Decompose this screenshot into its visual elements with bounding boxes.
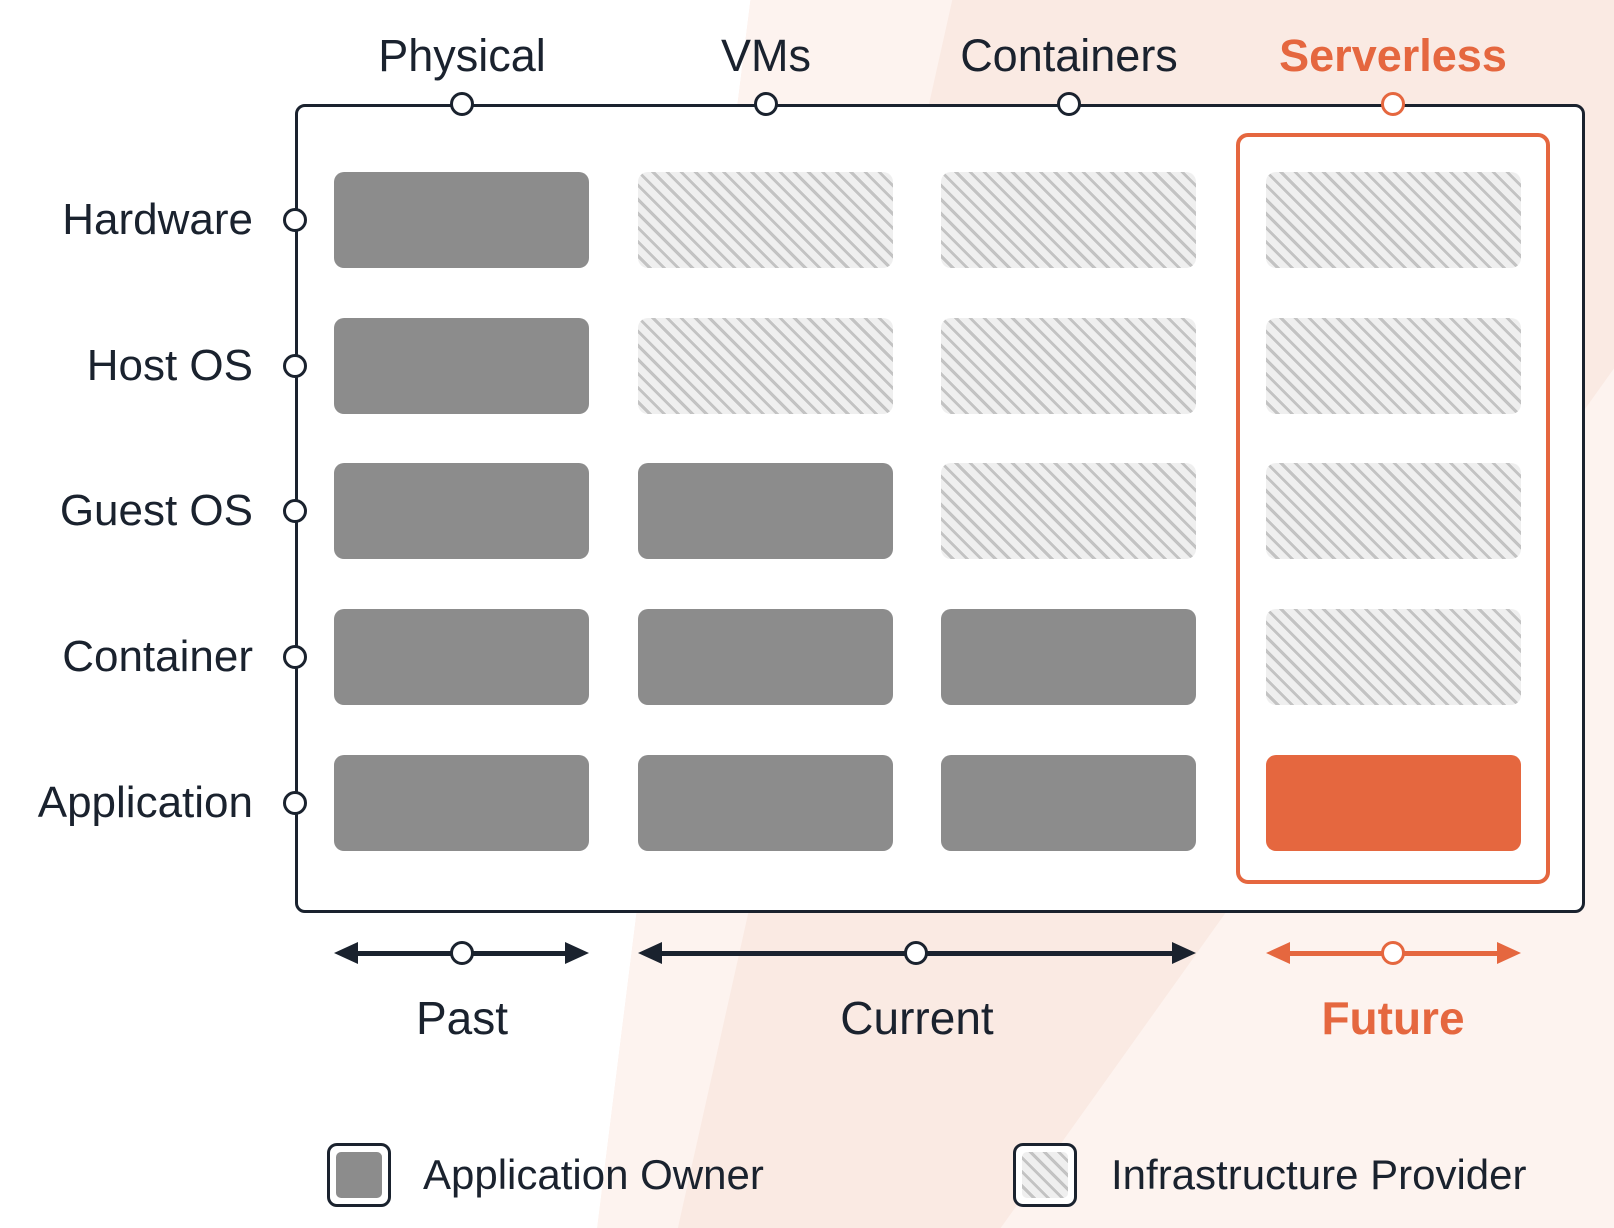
row-node-hardware [283, 208, 307, 232]
provider-swatch-fill [1022, 1152, 1068, 1198]
column-header-containers: Containers [960, 30, 1178, 81]
future-arrow [1266, 941, 1521, 965]
row-node-application [283, 791, 307, 815]
legend-swatch-application-owner [327, 1143, 391, 1207]
column-header-serverless: Serverless [1279, 30, 1507, 81]
serverless-highlight-box [1236, 133, 1550, 884]
column-node-vms [754, 92, 778, 116]
column-node-containers [1057, 92, 1081, 116]
arrow-left-icon [334, 942, 358, 964]
cell-bar-host-os-serverless [1266, 318, 1521, 414]
cell-bar-container-physical [334, 609, 589, 705]
arrow-right-icon [1497, 942, 1521, 964]
row-node-guest-os [283, 499, 307, 523]
row-label-hardware: Hardware [62, 195, 253, 244]
column-header-physical: Physical [378, 30, 546, 81]
cell-bar-host-os-physical [334, 318, 589, 414]
cell-bar-host-os-vms [638, 318, 893, 414]
current-arrow [638, 941, 1196, 965]
cell-bar-guest-os-vms [638, 463, 893, 559]
arrow-right-icon [565, 942, 589, 964]
timeline-label-future: Future [1321, 992, 1465, 1044]
cell-bar-container-serverless [1266, 609, 1521, 705]
cell-bar-container-vms [638, 609, 893, 705]
legend-label-application-owner: Application Owner [423, 1151, 764, 1198]
cell-bar-application-containers [941, 755, 1196, 851]
cell-bar-hardware-vms [638, 172, 893, 268]
row-node-host-os [283, 354, 307, 378]
column-node-serverless [1381, 92, 1405, 116]
legend-label-infrastructure-provider: Infrastructure Provider [1111, 1151, 1527, 1198]
future-arrow-node [1381, 941, 1405, 965]
cell-bar-application-physical [334, 755, 589, 851]
past-arrow [334, 941, 589, 965]
row-label-guest-os: Guest OS [59, 486, 253, 535]
row-node-container [283, 645, 307, 669]
cell-bar-hardware-physical [334, 172, 589, 268]
column-header-vms: VMs [721, 30, 811, 81]
row-label-container: Container [62, 632, 253, 681]
legend-swatch-infrastructure-provider [1013, 1143, 1077, 1207]
cell-bar-hardware-serverless [1266, 172, 1521, 268]
arrow-right-icon [1172, 942, 1196, 964]
cell-bar-container-containers [941, 609, 1196, 705]
arrow-left-icon [1266, 942, 1290, 964]
past-arrow-node [450, 941, 474, 965]
column-node-physical [450, 92, 474, 116]
arrow-left-icon [638, 942, 662, 964]
cell-bar-application-serverless [1266, 755, 1521, 851]
row-label-application: Application [37, 778, 253, 827]
timeline-label-current: Current [840, 992, 994, 1044]
owner-swatch-fill [336, 1152, 382, 1198]
current-arrow-node [904, 941, 928, 965]
row-label-host-os: Host OS [86, 341, 253, 390]
timeline-label-past: Past [415, 992, 509, 1044]
cell-bar-guest-os-containers [941, 463, 1196, 559]
cell-bar-hardware-containers [941, 172, 1196, 268]
cell-bar-guest-os-physical [334, 463, 589, 559]
cell-bar-application-vms [638, 755, 893, 851]
cell-bar-host-os-containers [941, 318, 1196, 414]
cell-bar-guest-os-serverless [1266, 463, 1521, 559]
